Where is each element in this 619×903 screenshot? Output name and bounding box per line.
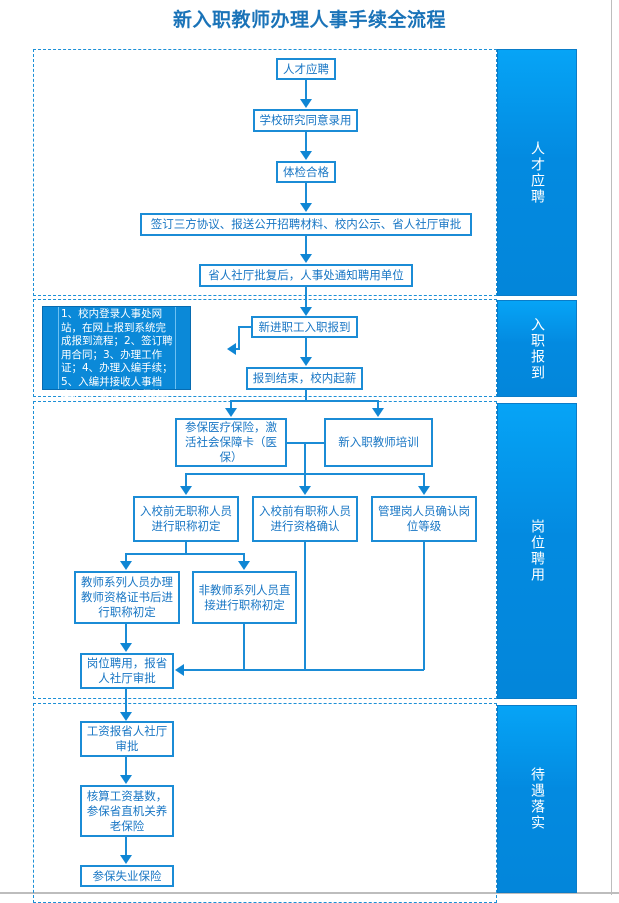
arrowhead [120, 561, 132, 570]
section-recruitment [33, 49, 497, 296]
arrowhead [120, 712, 132, 721]
stage-band-benefits: 待遇落实 [497, 705, 577, 893]
arrowhead [300, 357, 312, 366]
step-label: 新入职教师培训 [338, 435, 419, 449]
arrowhead [120, 855, 132, 864]
page-title: 新入职教师办理人事手续全流程 [172, 9, 446, 31]
step-label: 入校前有职称人员进行资格确认 [259, 504, 351, 533]
stage-label: 人才应聘 [529, 140, 545, 205]
stage-band-onboarding: 入职报到 [497, 300, 577, 397]
stage-label: 待遇落实 [529, 767, 545, 831]
step-talent-application[interactable]: 人才应聘 [276, 58, 336, 80]
step-label: 新进职工入职报到 [258, 319, 351, 334]
arrowhead [300, 307, 312, 316]
arrow-r2-split [230, 400, 379, 409]
arrowhead [300, 203, 312, 212]
step-start-salary[interactable]: 报到结束，校内起薪 [246, 367, 363, 390]
step-label: 报到结束，校内起薪 [252, 371, 357, 385]
arrowhead [300, 254, 312, 263]
step-medical-insurance[interactable]: 参保医疗保险，激活社会保障卡（医保） [175, 418, 287, 467]
step-label: 非教师系列人员直接进行职称初定 [198, 582, 291, 612]
arrowhead [225, 408, 237, 417]
stage-label: 入职报到 [529, 316, 545, 381]
step-post-appointment[interactable]: 岗位聘用，报省人社厅审批 [80, 653, 174, 689]
arrowhead [300, 99, 312, 108]
stage-band-appointment: 岗位聘用 [497, 403, 577, 699]
step-label: 签订三方协议、报送公开招聘材料、校内公示、省人社厅审批 [150, 217, 462, 231]
step-non-teacher-series[interactable]: 非教师系列人员直接进行职称初定 [192, 571, 297, 624]
arrowhead [120, 643, 132, 652]
arrowhead [372, 408, 384, 417]
arrowhead [418, 486, 430, 495]
step-title-initial[interactable]: 入校前无职称人员进行职称初定 [133, 496, 239, 542]
step-label: 人才应聘 [283, 61, 329, 76]
section-onboarding [33, 299, 497, 397]
step-label: 体检合格 [283, 164, 329, 179]
step-report-for-duty[interactable]: 新进职工入职报到 [251, 316, 358, 338]
step-label: 岗位聘用，报省人社厅审批 [86, 656, 168, 685]
step-notify-unit[interactable]: 省人社厅批复后，人事处通知聘用单位 [199, 264, 413, 287]
page-edge [611, 0, 612, 895]
step-pension-insurance[interactable]: 核算工资基数，参保省直机关养老保险 [80, 785, 174, 837]
arrowhead [299, 486, 311, 495]
arrowhead [227, 343, 236, 355]
stage-band-recruitment: 人才应聘 [497, 49, 577, 296]
step-school-approval[interactable]: 学校研究同意录用 [253, 109, 358, 132]
onboarding-note-text: 1、校内登录人事处网站，在网上报到系统完成报到流程；2、签订聘用合同；3、办理工… [58, 307, 176, 401]
page-bottom-edge [0, 892, 619, 894]
step-label: 学校研究同意录用 [259, 113, 352, 127]
step-teacher-series[interactable]: 教师系列人员办理教师资格证书后进行职称初定 [74, 571, 180, 624]
arrowhead [120, 775, 132, 784]
step-admin-grade[interactable]: 管理岗人员确认岗位等级 [371, 496, 477, 542]
arrowhead [180, 486, 192, 495]
arrow-p3-split [125, 553, 245, 562]
step-medical-check[interactable]: 体检合格 [276, 161, 336, 183]
step-label: 核算工资基数，参保省直机关养老保险 [86, 788, 168, 833]
stage-label: 岗位聘用 [529, 519, 545, 583]
step-label: 工资报省人社厅审批 [86, 724, 168, 753]
step-label: 省人社厅批复后，人事处通知聘用单位 [208, 268, 404, 282]
arrowhead [238, 561, 250, 570]
step-label: 入校前无职称人员进行职称初定 [140, 504, 232, 533]
step-label: 参保医疗保险，激活社会保障卡（医保） [185, 420, 277, 464]
step-title-confirm[interactable]: 入校前有职称人员进行资格确认 [252, 496, 358, 542]
step-agreement-approval[interactable]: 签订三方协议、报送公开招聘材料、校内公示、省人社厅审批 [140, 213, 472, 236]
arrowhead [175, 664, 184, 676]
step-label: 教师系列人员办理教师资格证书后进行职称初定 [81, 575, 173, 619]
onboarding-note: 1、校内登录人事处网站，在网上报到系统完成报到流程；2、签订聘用合同；3、办理工… [42, 306, 191, 401]
arrowhead [300, 151, 312, 160]
step-new-teacher-training[interactable]: 新入职教师培训 [324, 418, 433, 467]
step-salary-approval[interactable]: 工资报省人社厅审批 [80, 721, 174, 757]
step-unemployment-insurance[interactable]: 参保失业保险 [80, 865, 174, 887]
step-label: 参保失业保险 [92, 868, 162, 883]
step-label: 管理岗人员确认岗位等级 [378, 504, 470, 533]
